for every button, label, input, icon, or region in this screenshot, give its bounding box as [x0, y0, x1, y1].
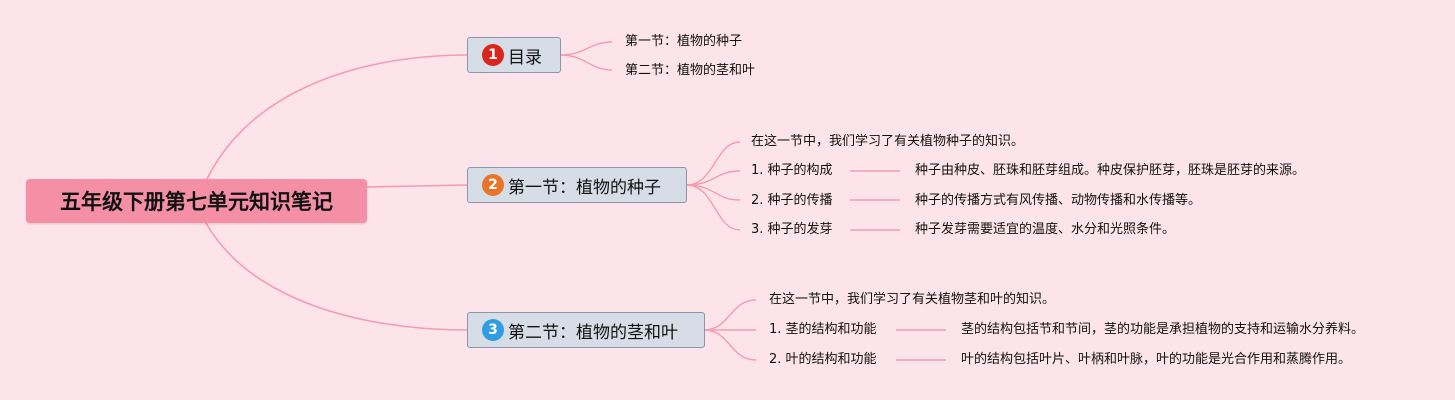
topic-node-section-1[interactable]: 2 第一节：植物的种子 [467, 167, 687, 203]
root-title: 五年级下册第七单元知识笔记 [60, 190, 333, 214]
topic-title: 第一节：植物的种子 [508, 177, 661, 198]
section-1-item-detail[interactable]: 种子由种皮、胚珠和胚芽组成。种皮保护胚芽，胚珠是胚芽的来源。 [915, 163, 1306, 178]
section-2-intro[interactable]: 在这一节中，我们学习了有关植物茎和叶的知识。 [769, 292, 1056, 307]
priority-1-icon: 1 [482, 44, 504, 66]
connector-root-topic-2 [365, 184, 469, 188]
section-1-item-detail[interactable]: 种子的传播方式有风传播、动物传播和水传播等。 [915, 193, 1202, 208]
topic-node-section-2[interactable]: 3 第二节：植物的茎和叶 [467, 312, 705, 348]
section-1-item-label[interactable]: 2. 种子的传播 [751, 193, 833, 208]
section-1-item-label[interactable]: 3. 种子的发芽 [751, 222, 833, 237]
connector-root-topic-1 [205, 54, 469, 182]
connector-t1-c2 [560, 54, 613, 71]
section-2-item-detail[interactable]: 叶的结构包括叶片、叶柄和叶脉，叶的功能是光合作用和蒸腾作用。 [961, 352, 1352, 367]
contents-item-section-2[interactable]: 第二节：植物的茎和叶 [625, 63, 756, 78]
connector-t2-intro [685, 141, 741, 186]
connector-t3-item2 [703, 329, 757, 361]
connector-t2-item2 [685, 184, 741, 201]
priority-3-icon: 3 [482, 319, 504, 341]
priority-2-icon: 2 [482, 174, 504, 196]
section-2-item-label[interactable]: 2. 叶的结构和功能 [769, 352, 877, 367]
connector-t2-item1 [685, 170, 741, 186]
contents-item-section-1[interactable]: 第一节：植物的种子 [625, 34, 743, 49]
section-1-intro[interactable]: 在这一节中，我们学习了有关植物种子的知识。 [751, 134, 1025, 149]
topic-node-contents[interactable]: 1 目录 [467, 37, 561, 73]
connector-t2-item3 [685, 184, 741, 231]
section-1-item-label[interactable]: 1. 种子的构成 [751, 163, 833, 178]
section-2-item-label[interactable]: 1. 茎的结构和功能 [769, 322, 877, 337]
section-1-item-detail[interactable]: 种子发芽需要适宜的温度、水分和光照条件。 [915, 222, 1176, 237]
connector-t3-intro [703, 299, 757, 331]
connector-t1-c1 [560, 41, 613, 56]
topic-title: 第二节：植物的茎和叶 [508, 322, 678, 343]
root-node[interactable]: 五年级下册第七单元知识笔记 [26, 179, 367, 223]
connector-root-topic-3 [205, 222, 469, 331]
section-2-item-detail[interactable]: 茎的结构包括节和节间，茎的功能是承担植物的支持和运输水分养料。 [961, 322, 1365, 337]
topic-title: 目录 [508, 47, 542, 68]
